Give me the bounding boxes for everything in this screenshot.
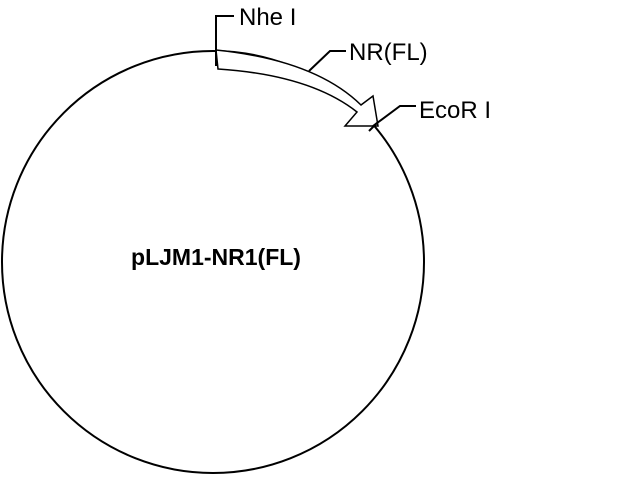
plasmid-circle <box>1 50 425 474</box>
nhe1-leader-line <box>215 15 234 66</box>
insert-leader-line <box>308 50 346 72</box>
plasmid-name: pLJM1-NR1(FL) <box>131 244 301 270</box>
ecor1-label: EcoR I <box>419 97 491 124</box>
ecor1-leader-line <box>372 105 416 127</box>
insert-arrow <box>215 49 379 127</box>
nhe1-label: Nhe I <box>239 4 296 31</box>
insert-label: NR(FL) <box>349 39 428 66</box>
